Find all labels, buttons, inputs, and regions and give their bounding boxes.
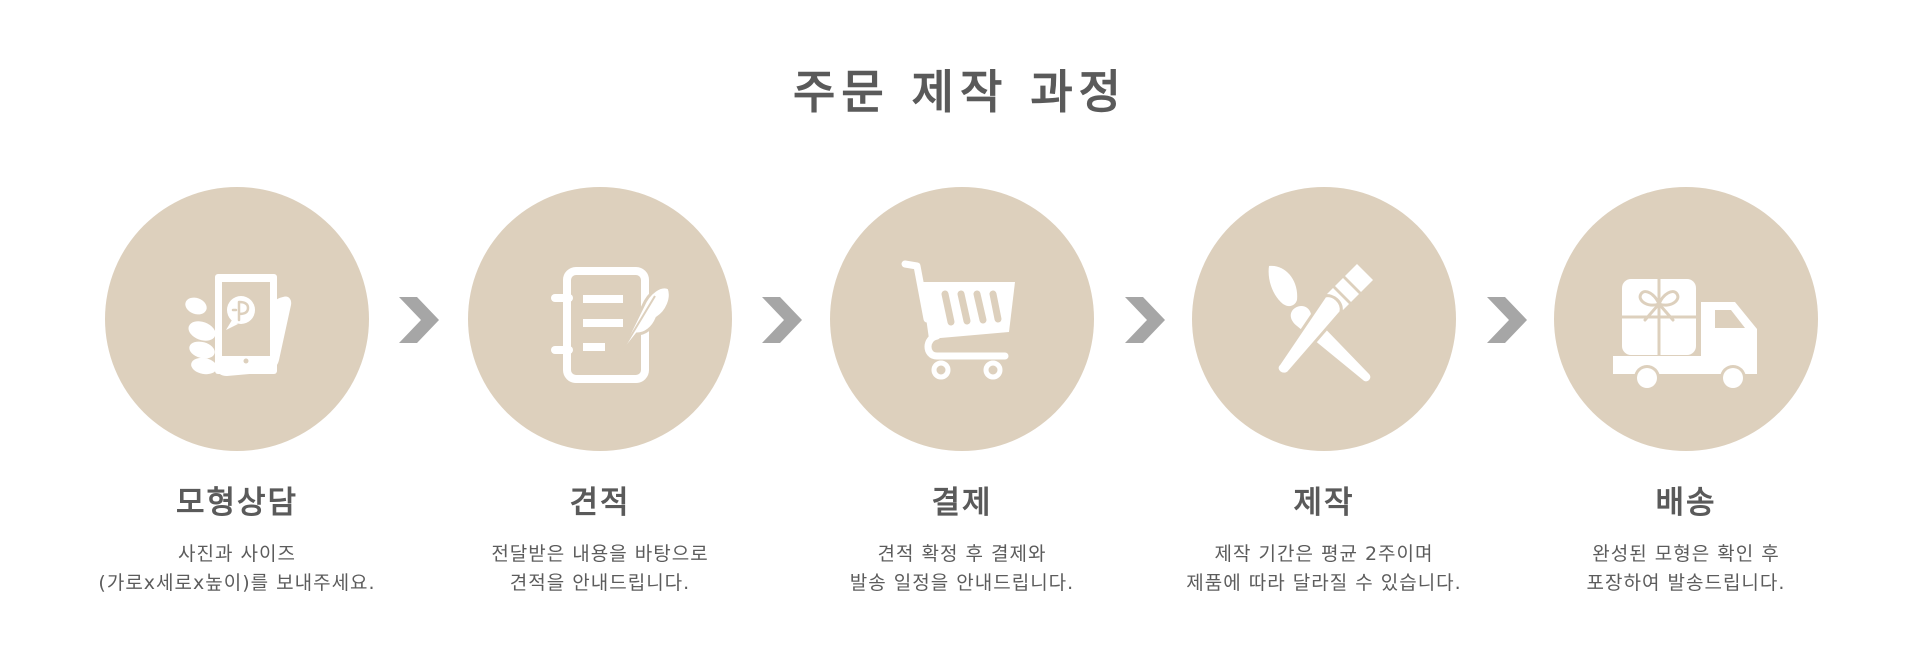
- step-production: 제작 제작 기간은 평균 2주이며 제품에 따라 달라질 수 있습니다.: [1144, 187, 1504, 598]
- step-circle: [105, 187, 369, 451]
- step-estimate: 견적 전달받은 내용을 바탕으로 견적을 안내드립니다.: [420, 187, 780, 598]
- step-circle: [1554, 187, 1818, 451]
- step-consultation: 모형상담 사진과 사이즈 (가로x세로x높이)를 보내주세요.: [57, 187, 417, 598]
- delivery-truck-gift-icon: [1613, 277, 1757, 391]
- step-title: 견적: [569, 485, 631, 521]
- step-title: 모형상담: [175, 485, 299, 521]
- chevron-right-icon: [1125, 297, 1165, 343]
- step-delivery: 배송 완성된 모형은 확인 후 포장하여 발송드립니다.: [1506, 187, 1866, 598]
- chevron-right-icon: [762, 297, 802, 343]
- step-description: 견적 확정 후 결제와 발송 일정을 안내드립니다.: [849, 543, 1075, 594]
- page-title: 주문 제작 과정: [793, 65, 1127, 119]
- step-circle: [830, 187, 1094, 451]
- step-circle: [468, 187, 732, 451]
- step-payment: 결제 견적 확정 후 결제와 발송 일정을 안내드립니다.: [782, 187, 1142, 598]
- chevron-right-icon: [1487, 297, 1527, 343]
- notebook-quill-icon: [551, 267, 672, 383]
- brush-pen-crossed-icon: [1268, 264, 1373, 382]
- step-circle: [1192, 187, 1456, 451]
- step-title: 결제: [931, 485, 993, 521]
- step-description: 제작 기간은 평균 2주이며 제품에 따라 달라질 수 있습니다.: [1186, 543, 1462, 594]
- step-description: 완성된 모형은 확인 후 포장하여 발송드립니다.: [1586, 543, 1786, 594]
- shopping-cart-icon: [901, 260, 1015, 380]
- step-description: 사진과 사이즈 (가로x세로x높이)를 보내주세요.: [98, 543, 376, 594]
- step-description: 전달받은 내용을 바탕으로 견적을 안내드립니다.: [491, 543, 709, 594]
- chevron-right-icon: [399, 297, 439, 343]
- step-title: 제작: [1293, 485, 1355, 521]
- step-title: 배송: [1655, 485, 1717, 521]
- hand-phone-chat-icon: [185, 274, 292, 376]
